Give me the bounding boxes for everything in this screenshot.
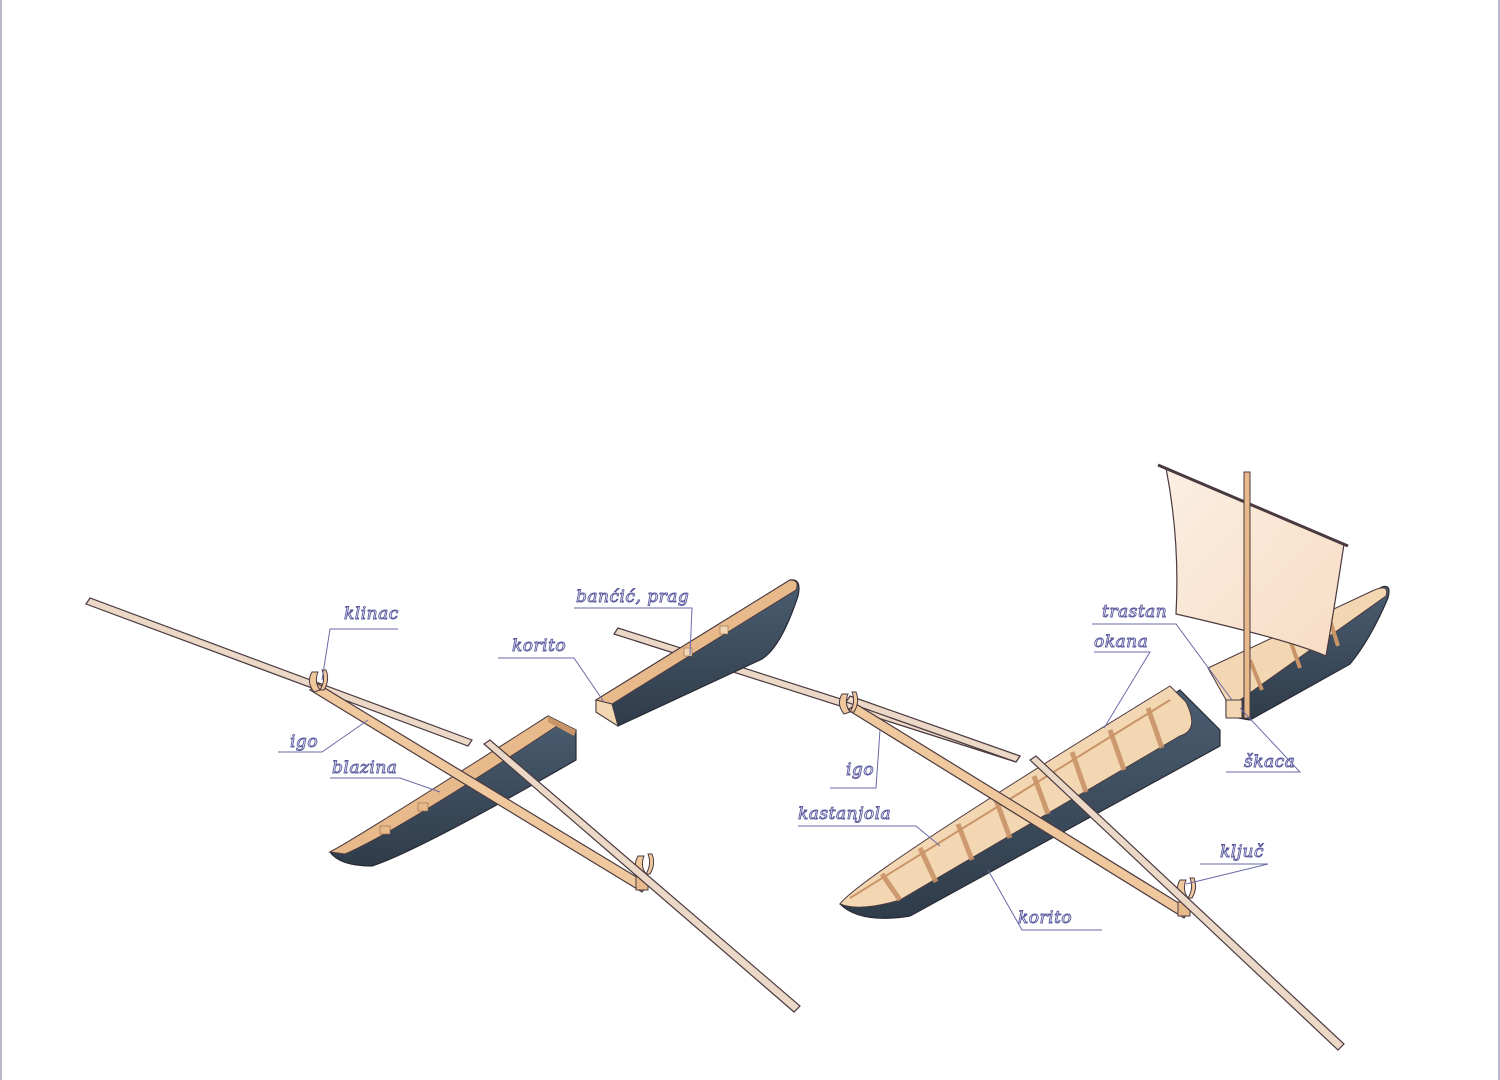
- oar-left-upper: [85, 597, 473, 747]
- oar-left-lower: [483, 739, 801, 1013]
- yard: [1157, 463, 1349, 548]
- mast: [1243, 471, 1251, 719]
- label-igo-right: igo: [846, 760, 875, 781]
- label-korito-middle: korito: [512, 636, 567, 657]
- middle-assembly: [594, 579, 1021, 763]
- right-assembly: [838, 463, 1390, 1051]
- label-skaca: škaca: [1244, 752, 1296, 773]
- label-korito-right: korito: [1018, 908, 1073, 929]
- label-kljuc: ključ: [1220, 842, 1264, 863]
- sail: [1165, 467, 1345, 657]
- label-kastanjola: kastanjola: [798, 804, 892, 825]
- label-trastan: trastan: [1102, 602, 1168, 623]
- left-assembly: [85, 597, 801, 1013]
- label-banak-prag: banćić, prag: [576, 587, 690, 608]
- label-blazina: blazina: [332, 758, 398, 779]
- label-klinac: klinac: [344, 604, 399, 625]
- label-igo-left: igo: [290, 732, 319, 753]
- leader-lines: [278, 607, 1302, 931]
- label-okana: okana: [1094, 632, 1149, 653]
- oar-right-lower: [1029, 755, 1345, 1051]
- oar-right-upper: [845, 695, 1021, 763]
- right-main-hull: [839, 685, 1221, 919]
